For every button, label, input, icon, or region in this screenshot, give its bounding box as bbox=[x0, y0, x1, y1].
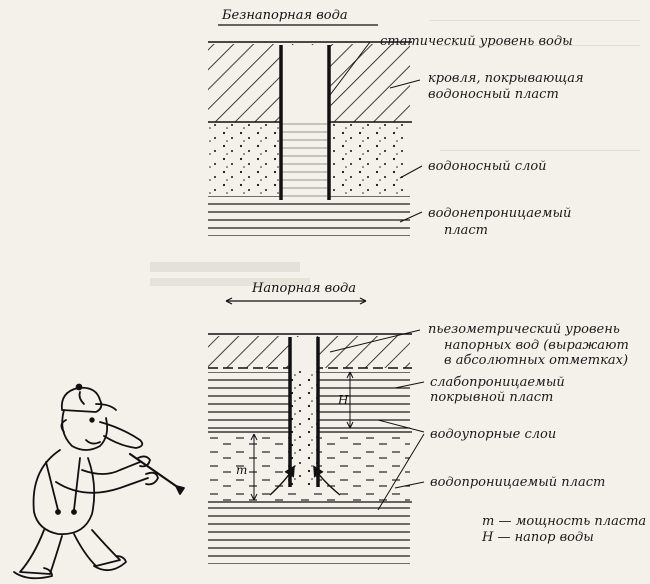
unconfined-water-diagram: Безнапорная вода статический уровень вод… bbox=[208, 8, 584, 238]
label-impermeable-1: водонепроницаемый bbox=[428, 206, 571, 221]
label-roof-1: кровля, покрывающая bbox=[428, 71, 584, 86]
label-piezo-2: напорных вод (выражают bbox=[444, 338, 629, 353]
well-water bbox=[281, 120, 329, 200]
thickness-symbol: m bbox=[236, 463, 247, 477]
label-permeable: водопроницаемый пласт bbox=[430, 475, 605, 490]
label-static-level: статический уровень воды bbox=[380, 34, 573, 49]
leader-weak-cover bbox=[394, 381, 425, 389]
label-piezo-3: в абсолютных отметках) bbox=[444, 353, 628, 368]
leader-permeable bbox=[394, 481, 425, 489]
label-impermeable-2: пласт bbox=[444, 223, 488, 238]
label-weak-1: слабопроницаемый bbox=[430, 375, 565, 390]
label-roof-2: водоносный пласт bbox=[428, 87, 559, 102]
leader-confining-upper bbox=[377, 419, 425, 433]
label-piezo-1: пьезометрический уровень bbox=[428, 322, 620, 337]
leader-confining-lower bbox=[377, 433, 425, 511]
flow-arrow-left bbox=[269, 465, 295, 496]
pressure-well-water bbox=[290, 370, 318, 487]
top-title: Безнапорная вода bbox=[221, 8, 348, 23]
confined-water-diagram: Напорная вода H m bbox=[208, 281, 646, 564]
head-symbol: H bbox=[337, 393, 349, 407]
leader-piezometric bbox=[329, 329, 421, 353]
cartoon-worker-illustration bbox=[13, 383, 185, 580]
leader-aquifer bbox=[399, 165, 423, 179]
legend-head: H — напор воды bbox=[481, 530, 594, 545]
label-aquifer: водоносный слой bbox=[428, 159, 547, 174]
label-confining: водоупорные слои bbox=[430, 427, 556, 442]
leader-static-level bbox=[329, 41, 371, 96]
lower-confining-layer bbox=[208, 504, 410, 564]
background-page-texture bbox=[150, 20, 640, 286]
leader-impermeable bbox=[399, 211, 423, 223]
label-weak-2: покрывной пласт bbox=[430, 390, 553, 405]
impermeable-layer bbox=[208, 196, 410, 236]
flow-arrow-right bbox=[313, 465, 341, 496]
legend-thickness: m — мощность пласта bbox=[482, 514, 646, 529]
leader-roof bbox=[389, 79, 421, 89]
bottom-title: Напорная вода bbox=[251, 281, 356, 296]
